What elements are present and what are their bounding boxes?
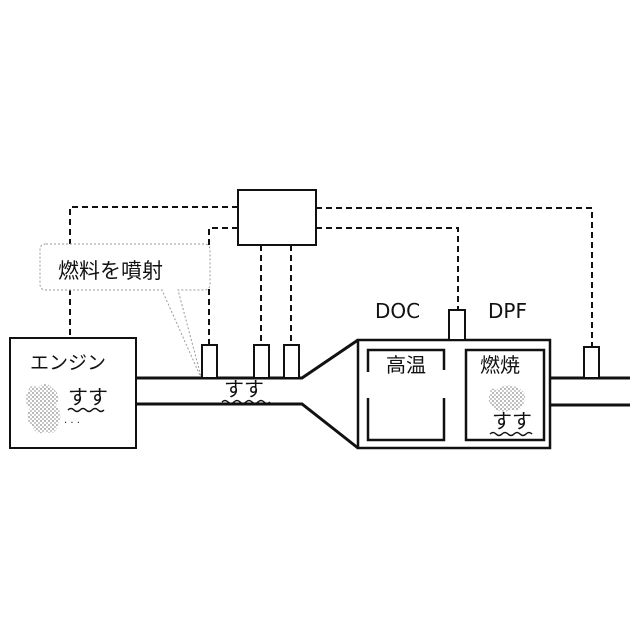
tail-pipe: [550, 378, 630, 405]
dpf-soot-cloud: [489, 385, 525, 411]
signal-line-injector: [209, 228, 238, 345]
engine-label: エンジン: [30, 352, 106, 374]
signal-line-doc-sensor: [316, 228, 458, 310]
dpf-soot-label: すす: [492, 409, 532, 433]
fuel-injection-label: 燃料を噴射: [58, 259, 163, 283]
control-unit-box: [238, 190, 316, 245]
pipe-bottom-wall: [136, 404, 358, 448]
dpf-combustion-label: 燃焼: [480, 353, 520, 377]
doc-high-temp-label: 高温: [386, 353, 426, 377]
dpf-label: DPF: [488, 299, 527, 323]
doc-label: DOC: [375, 299, 420, 323]
pipe-top-wall: [136, 340, 358, 378]
pipe-sensor-2: [254, 345, 269, 378]
dpf-outlet-sensor: [584, 347, 599, 378]
engine-soot-dots: · · ·: [64, 418, 80, 429]
pipe-sensor-3: [284, 345, 299, 378]
pipe-soot-label: すす: [224, 377, 264, 401]
fuel-injector: [202, 345, 217, 378]
engine-soot-label: すす: [68, 385, 108, 409]
doc-sensor: [449, 310, 465, 340]
dpf-unit: 燃焼 すす: [466, 350, 544, 440]
engine: エンジン すす · · ·: [10, 338, 136, 448]
